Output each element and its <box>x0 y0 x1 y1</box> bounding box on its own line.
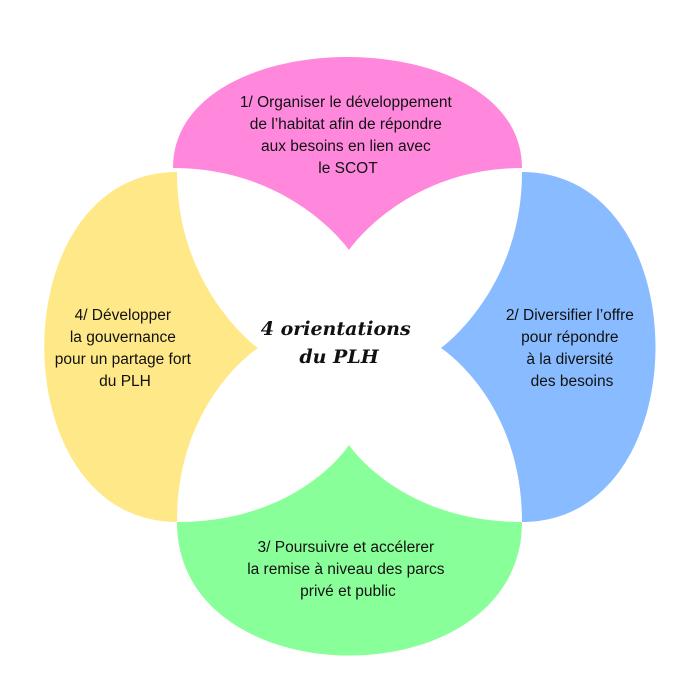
orientation-4-line-3: pour un partage fort <box>55 351 192 368</box>
orientation-4-label: 4/ Développer la gouvernance pour un par… <box>55 307 195 390</box>
petal-orientation-3 <box>177 445 522 656</box>
orientation-3-label: 3/ Poursuivre et accélerer la remise à n… <box>247 539 449 600</box>
orientation-2-line-1: 2/ Diversifier l’offre <box>506 307 634 324</box>
orientation-1-line-2: de l’habitat afin de répondre <box>250 116 442 133</box>
orientation-2-line-2: pour répondre <box>521 329 618 346</box>
orientation-2-label: 2/ Diversifier l’offre pour répondre à l… <box>506 307 638 390</box>
orientation-3-line-3: privé et public <box>300 583 396 600</box>
petal-orientation-1 <box>173 57 522 250</box>
orientation-4-line-2: la gouvernance <box>70 329 176 346</box>
orientation-4-line-1: 4/ Développer <box>75 307 172 324</box>
orientation-1-label: 1/ Organiser le développement de l’habit… <box>240 94 456 177</box>
center-title: 4 orientations du PLH <box>261 318 418 368</box>
orientation-3-line-1: 3/ Poursuivre et accélerer <box>258 539 435 556</box>
orientation-1-line-3: aux besoins en lien avec <box>261 138 431 155</box>
center-title-line-1: 4 orientations <box>261 318 411 340</box>
orientation-4-line-4: du PLH <box>99 373 151 390</box>
petal-orientation-2 <box>441 172 656 522</box>
orientation-1-line-1: 1/ Organiser le développement <box>240 94 453 111</box>
petal-orientation-4 <box>44 172 258 522</box>
orientation-2-line-4: des besoins <box>531 373 614 390</box>
orientation-3-line-2: la remise à niveau des parcs <box>247 561 445 578</box>
orientation-2-line-3: à la diversité <box>526 351 613 368</box>
petals-group <box>44 57 656 656</box>
center-title-line-2: du PLH <box>299 346 379 368</box>
orientation-1-line-4: le SCOT <box>318 160 378 177</box>
